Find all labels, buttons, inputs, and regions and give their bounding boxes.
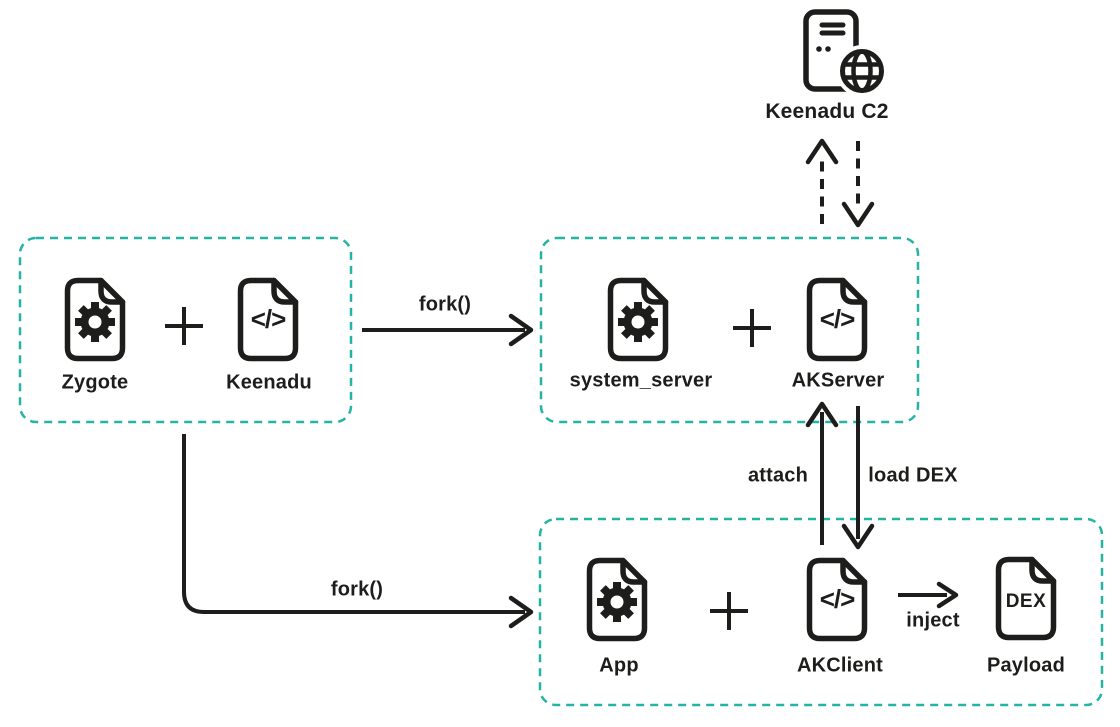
svg-text:DEX: DEX — [1006, 591, 1047, 612]
attach-arrow — [805, 401, 839, 545]
fork-bottom-label: fork() — [330, 578, 384, 601]
zygote-label: Zygote — [61, 371, 129, 394]
plus-icon — [710, 592, 748, 630]
payload-label: Payload — [986, 654, 1066, 677]
plus-icon — [165, 307, 203, 345]
plus-icon — [733, 309, 771, 347]
keenadu-label: Keenadu — [226, 371, 312, 394]
attach-label: attach — [747, 464, 809, 487]
server-globe-icon — [798, 6, 898, 106]
load-dex-arrow — [841, 406, 875, 550]
file-dex-icon: DEX — [995, 556, 1057, 641]
file-code-icon: </> — [806, 277, 868, 362]
inject-label: inject — [906, 609, 960, 632]
fork-top-label: fork() — [418, 293, 472, 316]
svg-text:</>: </> — [251, 304, 286, 334]
c2-up-arrow — [805, 138, 839, 224]
akserver-label: AKServer — [791, 369, 885, 392]
c2-down-arrow — [841, 141, 875, 228]
inject-arrow — [898, 581, 959, 609]
file-gear-icon — [586, 557, 648, 642]
app-label: App — [599, 654, 639, 677]
c2-label: Keenadu C2 — [765, 100, 889, 123]
system-server-group-box — [539, 236, 920, 424]
app-group-box — [538, 517, 1104, 707]
file-gear-icon — [64, 277, 126, 362]
akclient-label: AKClient — [796, 654, 884, 677]
load-dex-label: load DEX — [868, 464, 958, 487]
zygote-group-box — [18, 236, 353, 424]
file-gear-icon — [607, 277, 669, 362]
svg-text:</>: </> — [820, 304, 855, 334]
file-code-icon: </> — [237, 277, 299, 362]
svg-text:</>: </> — [820, 584, 855, 614]
file-code-icon: </> — [806, 557, 868, 642]
fork-arrow-top — [362, 313, 534, 347]
system-server-label: system_server — [569, 369, 713, 392]
fork-arrow-bottom — [182, 434, 534, 629]
